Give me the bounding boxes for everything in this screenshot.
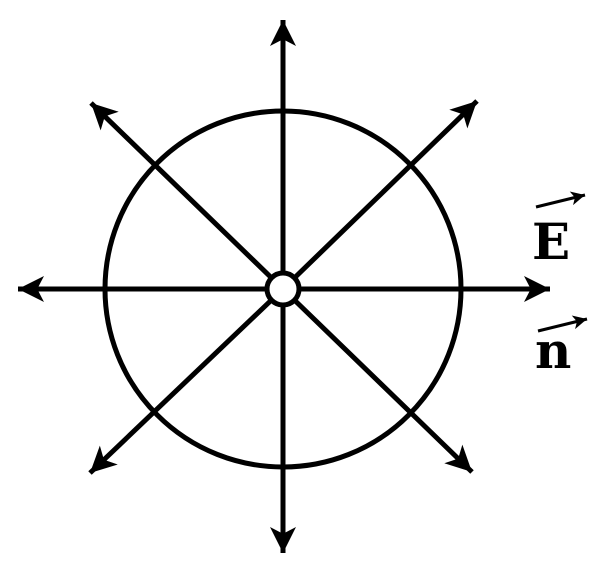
field-line-down-right <box>281 287 474 474</box>
field-vector-arrow-icon <box>535 191 586 209</box>
normal-vector-arrow-icon <box>537 315 588 333</box>
field-label-text: E <box>532 212 570 271</box>
field-line-up-left <box>89 101 285 291</box>
field-vector-label: E <box>532 191 586 271</box>
normal-label-text: n <box>535 321 571 380</box>
normal-vector-label: n <box>535 315 588 380</box>
field-line-up-right <box>281 99 479 291</box>
point-charge <box>264 270 302 308</box>
field-line-down-left <box>88 287 285 475</box>
